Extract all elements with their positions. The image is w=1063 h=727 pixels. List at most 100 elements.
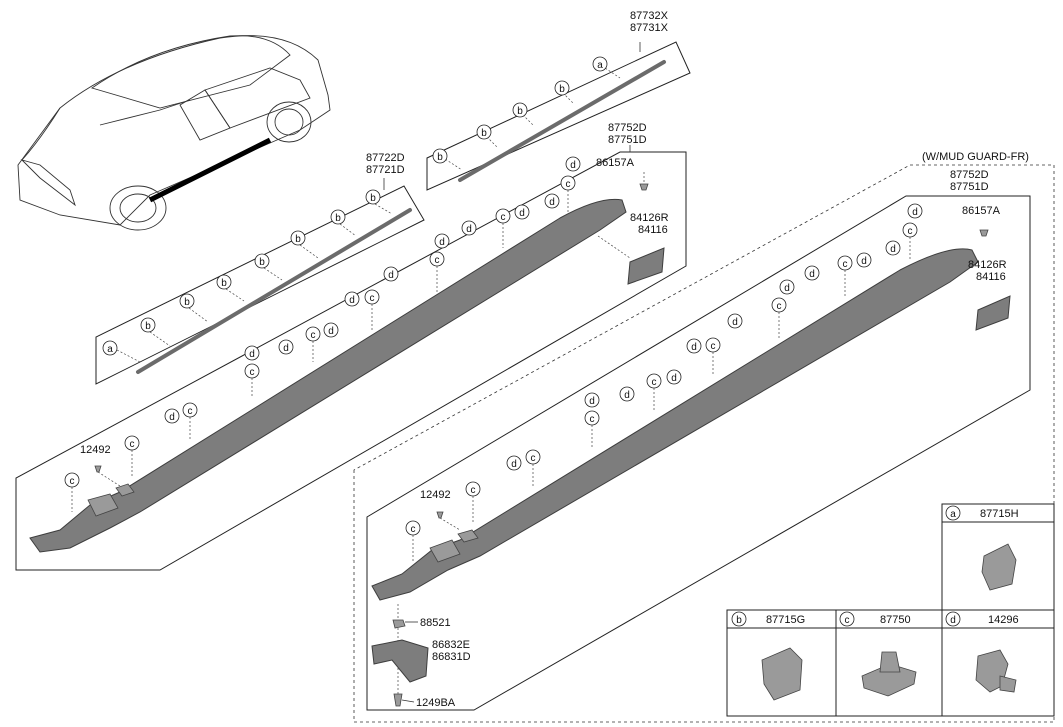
legend-part-87750: 87750 [880,614,911,626]
part-number-86831d: 86831D [432,651,471,663]
svg-text:c: c [188,406,193,417]
svg-text:c: c [411,524,416,535]
svg-text:b: b [370,193,376,204]
legend-part-87715g: 87715G [766,614,805,626]
svg-text:c: c [311,330,316,341]
part-number-1249ba: 1249BA [416,697,456,709]
svg-text:c: c [501,212,506,223]
svg-text:d: d [169,412,175,423]
svg-text:c: c [566,179,571,190]
svg-text:d: d [912,207,918,218]
part-number-12492-2: 12492 [420,489,451,501]
part-number-86157a: 86157A [596,157,635,169]
svg-text:c: c [471,485,476,496]
svg-text:c: c [370,293,375,304]
right-side-sill [371,248,979,601]
upper-strip-callouts: b b b b a [432,56,621,171]
svg-text:c: c [845,615,850,626]
lower-strip-callouts: a b b b b b b b [102,189,393,363]
nut [392,619,406,629]
upper-strip [458,60,666,182]
svg-text:d: d [950,615,956,626]
svg-text:b: b [259,257,265,268]
left-sill-callouts: c c d c d c d c d d c d c d d c d d c d [64,156,581,512]
right-sill-callouts: c c d c d c d c d d c d c d d c d d c d [405,203,923,562]
svg-text:d: d [519,208,525,219]
part-number-87722d: 87722D [366,152,405,164]
svg-text:c: c [250,367,255,378]
part-number-84126r: 84126R [630,212,669,224]
svg-text:b: b [481,128,487,139]
svg-text:b: b [335,213,341,224]
svg-text:a: a [950,509,956,520]
clip-a-icon [981,543,1017,591]
front-clip-2 [436,511,444,519]
svg-text:b: b [145,321,151,332]
svg-text:d: d [511,459,517,470]
svg-text:a: a [107,344,113,355]
variant-dashed-frame [353,164,1055,723]
svg-text:d: d [691,342,697,353]
svg-text:d: d [349,295,355,306]
svg-text:d: d [861,256,867,267]
part-number-87732x: 87732X [630,10,669,22]
svg-text:d: d [283,343,289,354]
svg-text:b: b [437,152,443,163]
svg-text:d: d [671,373,677,384]
svg-text:d: d [328,326,334,337]
svg-text:c: c [130,439,135,450]
svg-text:c: c [843,259,848,270]
legend-part-87715h: 87715H [980,508,1019,520]
variant-note: (W/MUD GUARD-FR) [922,151,1029,163]
svg-text:d: d [589,396,595,407]
bolt [393,693,403,707]
svg-text:d: d [439,237,445,248]
svg-text:c: c [70,476,75,487]
part-number-87751d-2: 87751D [950,181,989,193]
svg-text:c: c [777,301,782,312]
front-clip [94,465,102,473]
svg-text:b: b [559,84,565,95]
svg-text:d: d [570,160,576,171]
svg-text:b: b [221,278,227,289]
svg-text:a: a [597,60,603,71]
mud-guard [371,639,429,683]
svg-text:d: d [249,349,255,360]
svg-text:b: b [517,106,523,117]
svg-text:d: d [784,283,790,294]
svg-text:b: b [295,234,301,245]
lower-strip [136,208,412,374]
left-sill-frame [15,151,687,571]
svg-text:b: b [184,297,190,308]
part-number-87751d: 87751D [608,134,647,146]
svg-text:b: b [736,615,742,626]
part-number-12492: 12492 [80,444,111,456]
svg-text:c: c [908,226,913,237]
svg-text:d: d [732,317,738,328]
part-number-86157a-2: 86157A [962,205,1001,217]
part-number-87752d: 87752D [608,122,647,134]
upper-strip-frame [426,41,691,191]
clip-b-icon [761,647,803,701]
svg-text:d: d [466,224,472,235]
svg-text:c: c [652,377,657,388]
right-sill-frame [366,195,1031,711]
part-number-86832e: 86832E [432,639,470,651]
svg-text:d: d [809,269,815,280]
part-number-84116-2: 84116 [976,271,1006,283]
svg-text:d: d [890,244,896,255]
fastener-legend: a 87715H b 87715G c 87750 d 14296 [726,503,1055,717]
part-number-84116: 84116 [638,224,668,236]
svg-text:d: d [624,390,630,401]
part-number-87752d-2: 87752D [950,169,989,181]
rear-pad-2 [975,295,1011,331]
rear-pad [627,247,665,285]
svg-text:c: c [590,414,595,425]
svg-text:d: d [388,270,394,281]
legend-part-14296: 14296 [988,614,1019,626]
part-number-84126r-2: 84126R [968,259,1007,271]
top-screw [639,183,649,191]
svg-text:c: c [531,453,536,464]
part-number-88521: 88521 [420,617,451,629]
